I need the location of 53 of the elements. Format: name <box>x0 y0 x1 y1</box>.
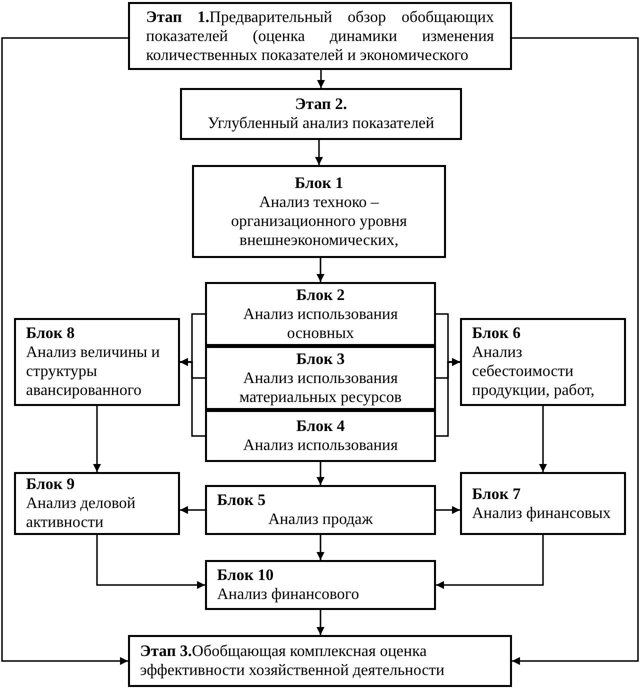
process-box <box>128 2 512 70</box>
process-box <box>180 88 462 140</box>
arrow <box>436 506 460 514</box>
box-text: Этап 3.Обобщающая комплексная оценка эффективности хозяйственной деятельности <box>140 642 446 680</box>
arrow <box>436 358 460 437</box>
process-box <box>128 635 512 687</box>
process-box <box>205 560 436 610</box>
arrow <box>436 535 544 589</box>
arrow <box>316 462 324 485</box>
process-box <box>14 472 180 535</box>
box-title: Блок 6 <box>472 324 522 343</box>
process-box <box>460 318 626 406</box>
box-text: Анализ использования материальных ресурсов <box>238 368 403 406</box>
process-box <box>460 472 626 535</box>
box-title: Блок 10 <box>217 566 275 585</box>
arrow <box>180 358 205 437</box>
arrow <box>316 610 324 635</box>
box-text: Анализ величины и структуры авансированного <box>26 343 161 400</box>
box-text: Анализ финансового <box>217 585 360 604</box>
box-title: Блок 5 <box>217 491 267 510</box>
box-text: Анализ деловой активности <box>26 494 136 532</box>
process-box <box>205 282 436 346</box>
box-text: Анализ использования <box>242 436 399 455</box>
arrow <box>317 70 325 88</box>
arrow <box>96 535 205 589</box>
box-title: Блок 3 <box>295 350 346 368</box>
process-box <box>205 485 436 535</box>
process-box <box>14 318 180 406</box>
arrow <box>180 506 205 514</box>
box-title: Этап 2. <box>294 95 348 114</box>
arrow <box>316 535 324 560</box>
box-text: Углубленный анализ показателей <box>206 114 436 133</box>
arrow <box>93 406 101 472</box>
arrow <box>316 258 324 282</box>
box-text: Анализ финансовых <box>472 504 612 522</box>
arrow <box>512 37 639 665</box>
arrow <box>1 37 128 665</box>
process-box <box>205 346 436 410</box>
box-text: Анализ техноко – организационного уровня внешнеэкономических, <box>230 192 408 250</box>
box-title: Блок 1 <box>294 174 344 192</box>
box-title: Блок 7 <box>472 484 522 504</box>
box-title: Блок 2 <box>295 286 346 304</box>
box-title: Блок 4 <box>295 417 346 436</box>
box-text: Анализ себестоимости продукции, работ, <box>472 343 596 400</box>
process-box <box>192 165 446 258</box>
box-text: Анализ использования основных <box>242 304 399 342</box>
arrow <box>539 406 547 472</box>
box-title: Блок 9 <box>26 475 76 494</box>
box-text: Анализ продаж <box>267 510 374 529</box>
process-box <box>205 410 436 462</box>
box-text: Этап 1.Предварительный обзор обобщающих показателей (оценка динамики изменения количественных показателей и экономического <box>146 8 494 64</box>
arrow <box>315 140 323 165</box>
box-title: Блок 8 <box>26 324 76 343</box>
